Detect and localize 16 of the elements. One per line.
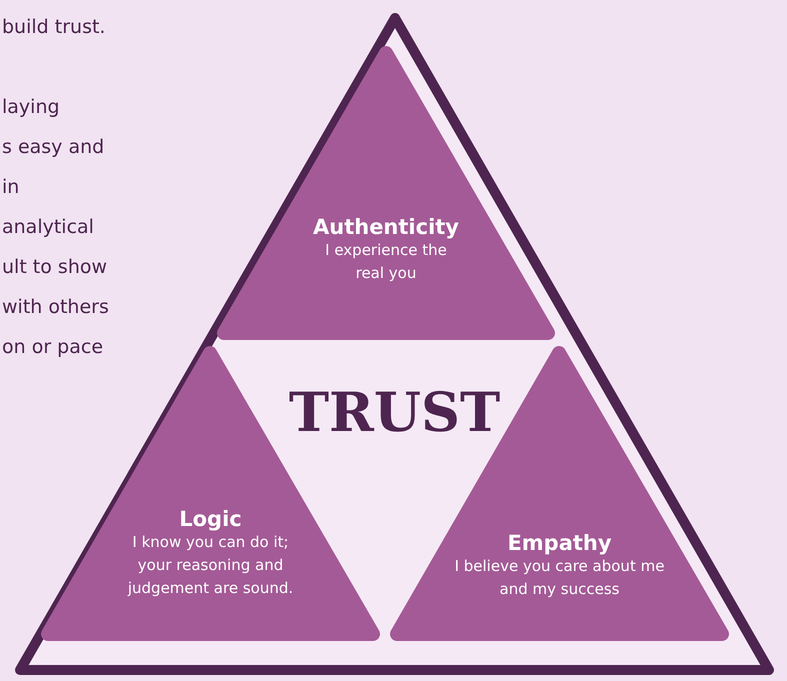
center-title: TRUST	[288, 380, 500, 444]
body-text-line: analytical	[2, 216, 94, 238]
inner-triangle	[216, 45, 556, 341]
triangle-description: I experience the real you	[324, 240, 448, 284]
body-text-line: on or pace	[2, 336, 104, 358]
triangle-description: I know you can do it; your reasoning and judgement are sound.	[126, 532, 294, 599]
body-text-line: with others	[2, 296, 109, 318]
triangle-heading: Authenticity	[313, 215, 459, 239]
triangle-heading: Empathy	[507, 531, 612, 555]
triangle-heading: Logic	[179, 507, 242, 531]
body-text-line: ult to show	[2, 256, 108, 278]
body-text-line: in	[2, 176, 20, 198]
body-text-line: laying	[2, 96, 60, 118]
triangle-description: I believe you care about me and my success	[454, 556, 666, 600]
body-text-line: s easy and	[2, 136, 104, 158]
body-text-line: build trust.	[2, 16, 106, 38]
